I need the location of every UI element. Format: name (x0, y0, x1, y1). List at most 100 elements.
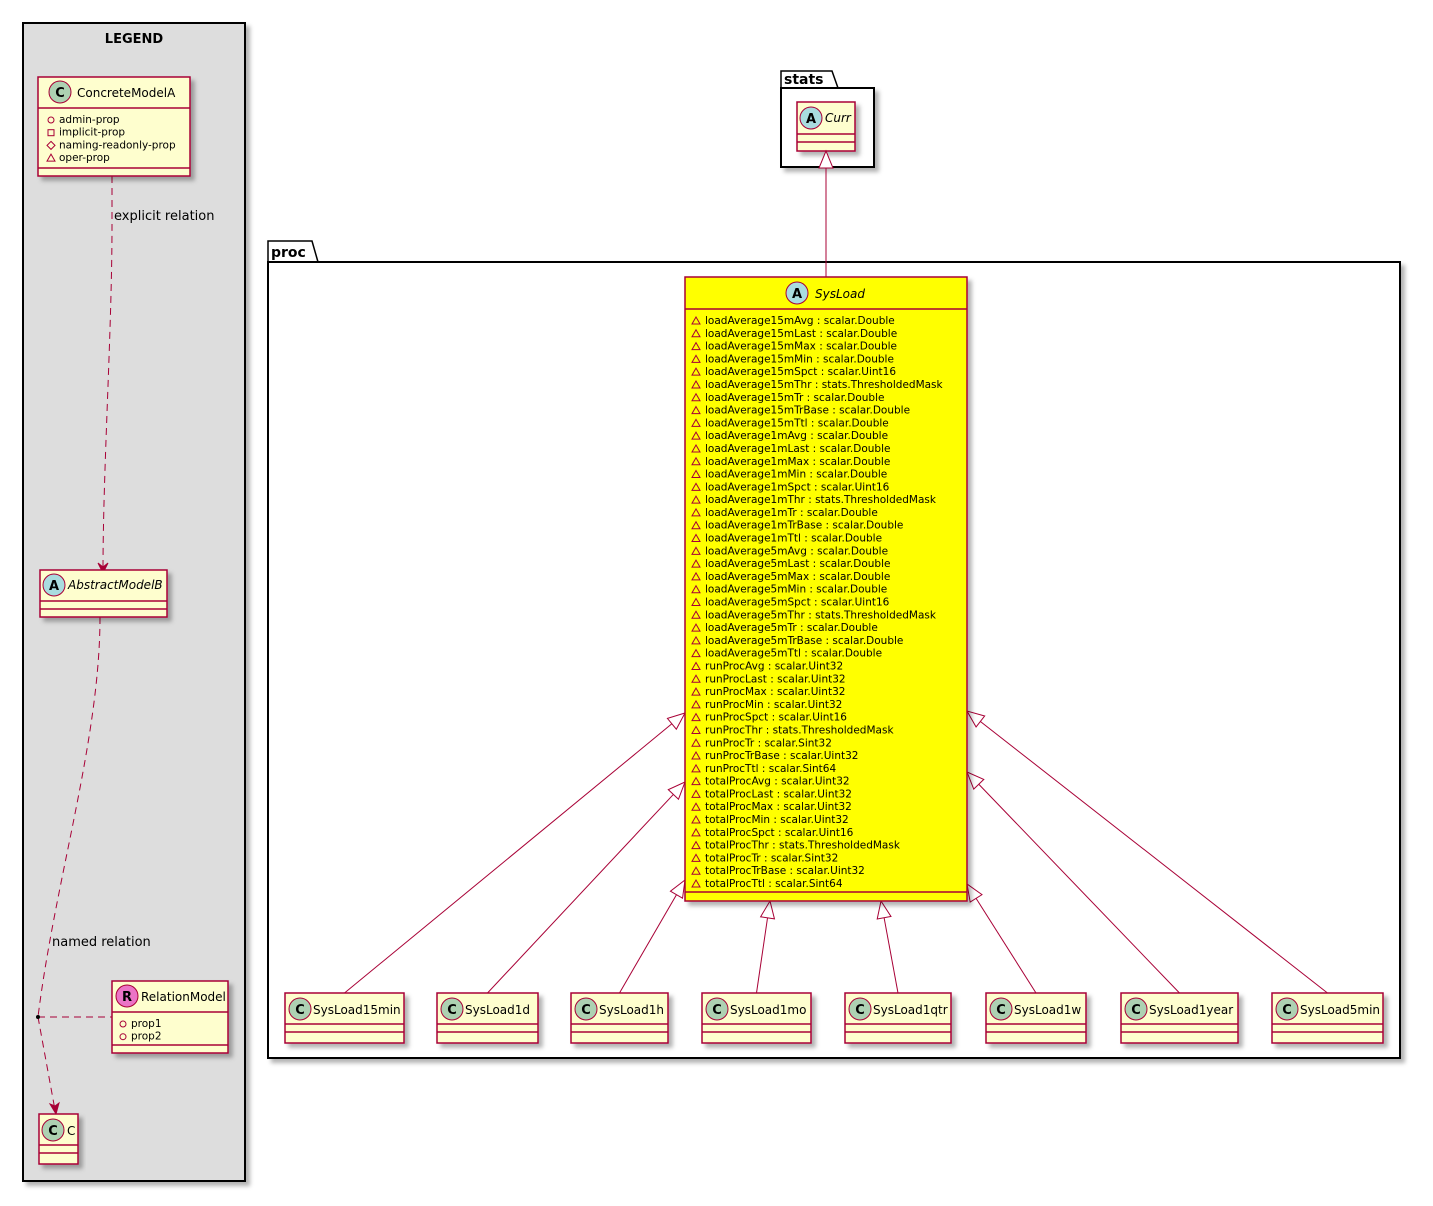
svg-text:C: C (55, 86, 65, 101)
sysload-attribute: runProcMax : scalar.Uint32 (705, 686, 845, 698)
protected-visibility-icon (46, 140, 56, 151)
package-visibility-icon (691, 635, 701, 645)
class-r-icon (115, 984, 139, 1008)
sysload-attribute: loadAverage5mLast : scalar.Double (705, 558, 890, 570)
explicit-relation-label: explicit relation (114, 209, 214, 224)
class-name: SysLoad (815, 287, 865, 301)
package-visibility-icon (691, 623, 701, 632)
svg-text:C: C (581, 1003, 591, 1018)
package-visibility-icon (691, 584, 701, 594)
sysload-attribute: totalProcMax : scalar.Uint32 (705, 801, 852, 813)
svg-text:A: A (792, 287, 802, 302)
package-visibility-icon (691, 738, 701, 747)
package-visibility-icon (691, 674, 701, 683)
class-property: prop1 (131, 1018, 162, 1030)
sysload-attribute: loadAverage5mTrBase : scalar.Double (705, 635, 903, 647)
class-concretemodela[interactable]: C ConcreteModelA admin-propimplicit-prop… (37, 76, 191, 177)
package-visibility-icon (691, 379, 701, 389)
inheritance-edge-sysload15min (344, 712, 687, 994)
sysload-attribute: loadAverage5mTr : scalar.Double (705, 622, 878, 634)
sysload-attribute: loadAverage5mSpct : scalar.Uint16 (705, 597, 890, 609)
sysload-attribute: totalProcTr : scalar.Sint32 (705, 852, 838, 864)
class-name: SysLoad1w (1014, 1003, 1081, 1017)
class-name: SysLoad1mo (730, 1003, 806, 1017)
class-sysload[interactable]: A SysLoad loadAverage15mAvg : scalar.Dou… (684, 276, 968, 902)
sysload-attribute: loadAverage5mThr : stats.ThresholdedMask (705, 609, 937, 621)
sysload-attribute: loadAverage1mTtl : scalar.Double (705, 533, 882, 545)
sysload-attribute: runProcSpct : scalar.Uint16 (705, 712, 847, 724)
class-abstractmodelb[interactable]: A AbstractModelB (39, 569, 168, 618)
package-visibility-icon (691, 725, 701, 734)
package-visibility-icon (691, 559, 701, 568)
class-name: Curr (825, 111, 852, 125)
subclass-inheritance-edges (344, 710, 1328, 994)
sysload-attribute: totalProcTrBase : scalar.Uint32 (705, 865, 865, 877)
sysload-attribute: loadAverage1mTrBase : scalar.Double (705, 520, 903, 532)
sysload-attribute: loadAverage1mLast : scalar.Double (705, 443, 890, 455)
package-visibility-icon (691, 866, 701, 875)
sysload-attribute: totalProcSpct : scalar.Uint16 (705, 827, 854, 839)
package-visibility-icon (691, 507, 701, 517)
svg-text:C: C (1131, 1003, 1141, 1018)
package-visibility-icon (691, 520, 701, 530)
sysload-attribute: loadAverage1mMax : scalar.Double (705, 456, 890, 468)
class-name: RelationModel (141, 990, 226, 1004)
class-sysload15min[interactable]: C SysLoad15min (284, 992, 405, 1044)
class-name: SysLoad15min (313, 1003, 401, 1017)
class-name: AbstractModelB (67, 578, 163, 592)
package-visibility-icon (691, 802, 701, 811)
package-visibility-icon (691, 431, 701, 440)
sysload-attribute: loadAverage1mThr : stats.ThresholdedMask (705, 494, 937, 506)
inheritance-edge-sysload1qtr (876, 899, 899, 994)
explicit-relation-edge: explicit relation (97, 176, 214, 575)
sysload-attribute: runProcMin : scalar.Uint32 (705, 699, 842, 711)
class-c-icon (288, 997, 312, 1021)
legend-panel: LEGEND explicit relation named relation … (22, 22, 246, 1182)
sysload-attribute: loadAverage15mThr : stats.ThresholdedMas… (705, 379, 944, 391)
package-visibility-icon (691, 789, 701, 798)
class-c-icon (41, 1118, 65, 1142)
svg-text:C: C (295, 1003, 305, 1018)
class-name: ConcreteModelA (77, 86, 176, 100)
class-c-icon (1124, 997, 1148, 1021)
class-property: naming-readonly-prop (59, 139, 176, 151)
sysload-attribute: loadAverage5mTtl : scalar.Double (705, 648, 882, 660)
class-a-icon (42, 573, 66, 597)
class-props: admin-propimplicit-propnaming-readonly-p… (46, 114, 176, 164)
sysload-attribute: totalProcMin : scalar.Uint32 (705, 814, 849, 826)
sysload-attribute: runProcTtl : scalar.Sint64 (705, 763, 836, 775)
class-name: SysLoad5min (1300, 1003, 1380, 1017)
private-visibility-icon (47, 129, 55, 137)
sysload-attribute: loadAverage5mAvg : scalar.Double (705, 545, 888, 557)
svg-text:A: A (806, 112, 816, 127)
class-curr[interactable]: A Curr (796, 101, 856, 152)
class-c[interactable]: C C (38, 1113, 79, 1165)
sysload-attribute: runProcLast : scalar.Uint32 (705, 673, 846, 685)
package-visibility-icon (691, 405, 701, 415)
sysload-attribute: loadAverage15mAvg : scalar.Double (705, 315, 895, 327)
inheritance-edge-curr (818, 149, 834, 277)
sysload-attribute: loadAverage5mMax : scalar.Double (705, 571, 890, 583)
inheritance-edge-sysload5min (965, 710, 1328, 994)
svg-text:C: C (996, 1003, 1006, 1018)
sysload-attribute: totalProcLast : scalar.Uint32 (705, 788, 852, 800)
class-sysload1w[interactable]: C SysLoad1w (985, 992, 1087, 1044)
inheritance-edge-sysload1d (487, 781, 686, 994)
class-c-icon (1275, 997, 1299, 1021)
package-visibility-icon (691, 699, 701, 709)
sysload-attribute: loadAverage5mMin : scalar.Double (705, 584, 887, 596)
class-c-icon (440, 997, 464, 1021)
class-c-icon (848, 997, 872, 1021)
inheritance-edge-sysload1h (619, 878, 686, 994)
sysload-attribute: totalProcAvg : scalar.Uint32 (705, 776, 850, 788)
package-visibility-icon (691, 712, 701, 722)
